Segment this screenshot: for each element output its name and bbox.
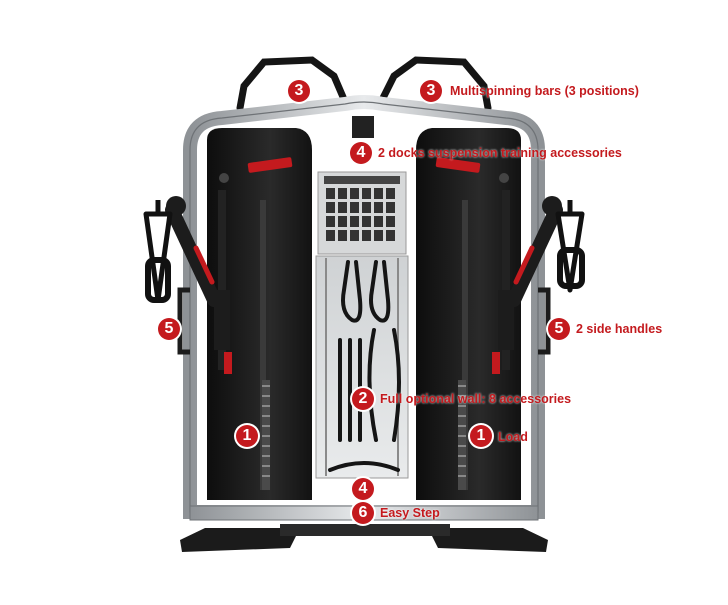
callout-badge-5-left: 5 (158, 318, 180, 340)
base-feet (180, 524, 548, 552)
suspension-dock (352, 116, 374, 138)
multi-spinning-bars (236, 56, 492, 112)
callout-badge-1-left: 1 (236, 425, 258, 447)
callout-badge-1: 1 (470, 425, 492, 447)
right-cable-arm (492, 196, 585, 374)
callout-badge-3: 3 (420, 80, 442, 102)
callout-badge-4-bottom: 4 (352, 478, 374, 500)
brand-logo (247, 157, 481, 173)
wall-accessories (328, 260, 401, 472)
callout-badge-4-top: 4 (350, 142, 372, 164)
callout-badge-3-left: 3 (288, 80, 310, 102)
left-weight-tower (207, 128, 312, 500)
callout-label-suspension-docks: 2 docks suspension training accessories (378, 146, 622, 160)
callout-badge-2: 2 (352, 388, 374, 410)
callout-label-side-handles: 2 side handles (576, 322, 663, 336)
callout-label-easy-step: Easy Step (380, 506, 440, 520)
callout-badge-5: 5 (548, 318, 570, 340)
callout-label-load: Load (498, 430, 528, 444)
callout-label-multispinning-bars: Multispinning bars (3 positions) (450, 84, 639, 98)
callout-badge-6: 6 (352, 502, 374, 524)
callout-label-optional-wall: Full optional wall: 8 accessories (380, 392, 572, 406)
right-weight-tower (416, 128, 521, 500)
left-cable-arm (143, 196, 232, 374)
